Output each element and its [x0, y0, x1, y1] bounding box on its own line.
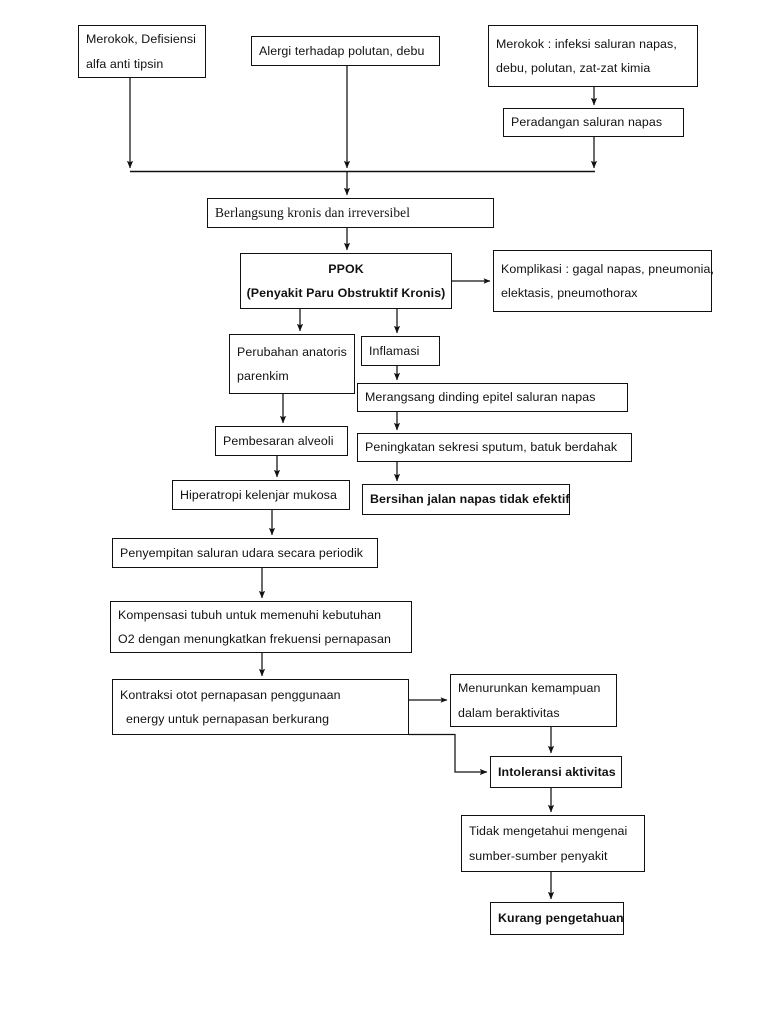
- node-kontraksi: Kontraksi otot pernapasan penggunaan ener…: [112, 679, 409, 735]
- node-penyempitan: Penyempitan saluran udara secara periodi…: [112, 538, 378, 568]
- node-kompensasi: Kompensasi tubuh untuk memenuhi kebutuha…: [110, 601, 412, 653]
- node-komplikasi-line-2: elektasis, pneumothorax: [501, 286, 638, 300]
- node-pembesaran_alveoli-line-1: Pembesaran alveoli: [223, 433, 334, 448]
- node-menurunkan_kemampuan-line-2: dalam beraktivitas: [458, 705, 560, 720]
- node-berlangsung_kronis: Berlangsung kronis dan irreversibel: [207, 198, 494, 228]
- node-kurang_pengetahuan: Kurang pengetahuan: [490, 902, 624, 935]
- node-alergi-line-1: Alergi terhadap polutan, debu: [259, 43, 425, 58]
- node-alergi: Alergi terhadap polutan, debu: [251, 36, 440, 66]
- node-perubahan_anatoris-line-2: parenkim: [237, 369, 289, 383]
- node-menurunkan_kemampuan: Menurunkan kemampuan dalam beraktivitas: [450, 674, 617, 727]
- node-inflamasi-line-1: Inflamasi: [369, 343, 420, 358]
- node-merokok_defisiensi-line-2: alfa anti tipsin: [86, 56, 164, 71]
- node-merokok_defisiensi: Merokok, Defisiensi alfa anti tipsin: [78, 25, 206, 78]
- node-merangsang-line-1: Merangsang dinding epitel saluran napas: [365, 390, 596, 405]
- node-kurang_pengetahuan-line-1: Kurang pengetahuan: [498, 911, 624, 926]
- node-tidak_mengetahui-line-1: Tidak mengetahui mengenai: [469, 824, 628, 839]
- node-hiperatropi-line-1: Hiperatropi kelenjar mukosa: [180, 487, 337, 502]
- node-merokok_infeksi-line-2: debu, polutan, zat-zat kimia: [496, 61, 651, 75]
- node-komplikasi: Komplikasi : gagal napas, pneumonia, elek…: [493, 250, 714, 312]
- node-merangsang: Merangsang dinding epitel saluran napas: [357, 383, 628, 412]
- node-bersihan_jalan_napas: Bersihan jalan napas tidak efektif: [362, 484, 570, 515]
- node-perubahan_anatoris: Perubahan anatoris parenkim: [229, 334, 355, 394]
- node-penyempitan-line-1: Penyempitan saluran udara secara periodi…: [120, 545, 364, 560]
- node-kompensasi-line-1: Kompensasi tubuh untuk memenuhi kebutuha…: [118, 607, 382, 622]
- node-peningkatan_sekresi: Peningkatan sekresi sputum, batuk berdah…: [357, 433, 632, 462]
- node-menurunkan_kemampuan-line-1: Menurunkan kemampuan: [458, 681, 601, 696]
- node-ppok-line-2: (Penyakit Paru Obstruktif Kronis): [246, 286, 446, 300]
- node-kompensasi-line-2: O2 dengan menungkatkan frekuensi pernapa…: [118, 632, 391, 646]
- node-merokok_infeksi: Merokok : infeksi saluran napas, debu, po…: [488, 25, 698, 87]
- node-berlangsung_kronis-line-1: Berlangsung kronis dan irreversibel: [215, 205, 411, 221]
- node-peradangan-line-1: Peradangan saluran napas: [511, 115, 663, 130]
- node-kontraksi-line-1: Kontraksi otot pernapasan penggunaan: [120, 687, 341, 702]
- node-merokok_infeksi-line-1: Merokok : infeksi saluran napas,: [496, 36, 677, 51]
- node-hiperatropi: Hiperatropi kelenjar mukosa: [172, 480, 350, 510]
- node-tidak_mengetahui: Tidak mengetahui mengenai sumber-sumber p…: [461, 815, 645, 872]
- node-peningkatan_sekresi-line-1: Peningkatan sekresi sputum, batuk berdah…: [365, 440, 618, 455]
- node-inflamasi: Inflamasi: [361, 336, 440, 366]
- node-perubahan_anatoris-line-1: Perubahan anatoris: [237, 344, 347, 359]
- node-merokok_defisiensi-line-1: Merokok, Defisiensi: [86, 32, 197, 47]
- node-pembesaran_alveoli: Pembesaran alveoli: [215, 426, 348, 456]
- node-intoleransi-line-1: Intoleransi aktivitas: [498, 764, 616, 779]
- node-ppok-line-1: PPOK: [328, 261, 364, 276]
- node-tidak_mengetahui-line-2: sumber-sumber penyakit: [469, 848, 608, 863]
- edge-kontraksi-to-intoleransi: [409, 733, 488, 776]
- node-peradangan: Peradangan saluran napas: [503, 108, 684, 137]
- node-bersihan_jalan_napas-line-1: Bersihan jalan napas tidak efektif: [370, 492, 570, 507]
- node-komplikasi-line-1: Komplikasi : gagal napas, pneumonia,: [501, 261, 714, 276]
- node-intoleransi: Intoleransi aktivitas: [490, 756, 622, 788]
- node-kontraksi-line-2: energy untuk pernapasan berkurang: [126, 712, 330, 726]
- node-ppok: PPOK (Penyakit Paru Obstruktif Kronis): [240, 253, 452, 309]
